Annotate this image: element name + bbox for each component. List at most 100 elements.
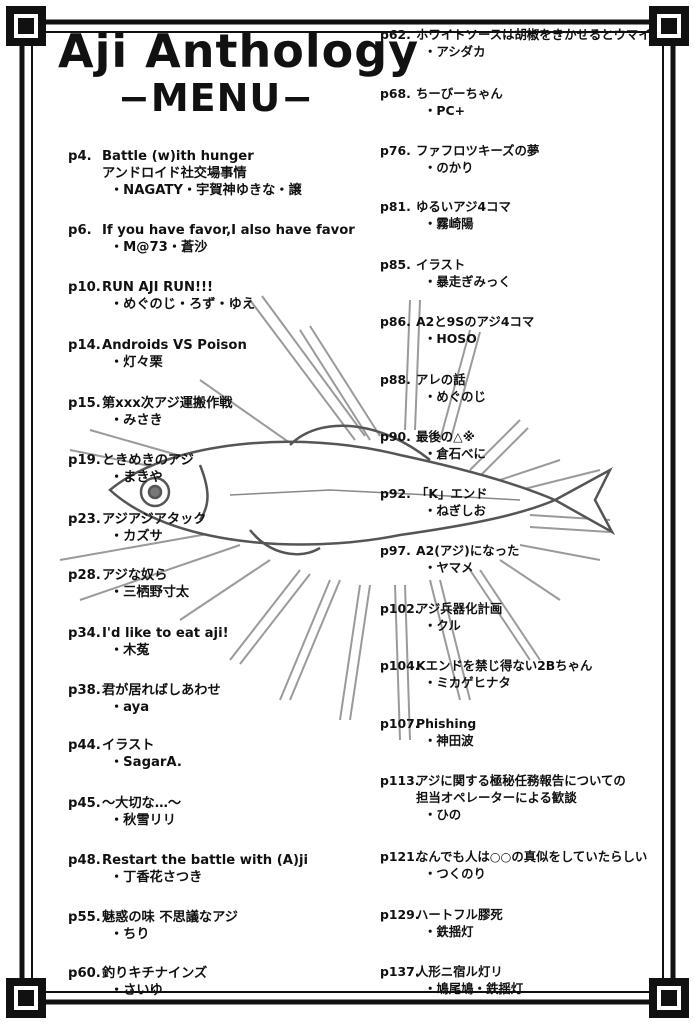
toc-entry-author: ・めぐのじ [424, 389, 486, 404]
toc-entry-title: アジアジアタック [102, 512, 207, 527]
toc-entry-title-row: p28.アジな奴ら [68, 567, 368, 584]
toc-page-number: p14. [68, 338, 101, 353]
toc-page-number: p121. [380, 849, 420, 864]
frame-corner-top-left [6, 6, 46, 46]
toc-entry-title: 第xxx次アジ運搬作戦 [102, 396, 233, 411]
toc-entry-author: ・つくのり [424, 866, 486, 881]
toc-entry-title: 担当オペレーターによる歓談 [416, 790, 577, 805]
toc-entry-title: アジに関する極秘任務報告についての [416, 773, 626, 788]
toc-entry-title-row: p113.アジに関する極秘任務報告についての [380, 772, 665, 789]
toc-entry-author: ・M@73・蒼沙 [110, 240, 208, 255]
toc-page-number: p81. [380, 199, 411, 214]
toc-entry-title-row: p137.人形ニ宿ル灯リ [380, 963, 665, 980]
toc-entry: p104.Kエンドを禁じ得ない2Bちゃん・ミカゲヒナタ [380, 657, 665, 691]
toc-entry-title: RUN AJI RUN!!! [102, 280, 214, 295]
toc-page-number: p129. [380, 907, 420, 922]
frame-corner-bottom-right [649, 978, 689, 1018]
toc-entry-title-row: p23.アジアジアタック [68, 511, 368, 528]
toc-entry-author: ・SagarA. [110, 755, 182, 770]
toc-page-number: p76. [380, 143, 411, 158]
fish-body [108, 424, 616, 556]
toc-entry-author: ・暴走ぎみっく [424, 274, 511, 289]
toc-page-number: p68. [380, 86, 411, 101]
toc-entry-title: Phishing [416, 716, 477, 731]
toc-entry-title-row: p121.なんでも人は○○の真似をしていたらしい [380, 848, 665, 865]
toc-entry-author: ・鳩尾鳩・鉄揺灯 [424, 981, 524, 996]
toc-entry-title-row: p102.アジ兵器化計画 [380, 600, 665, 617]
toc-entry-author: ・ひの [424, 807, 462, 822]
toc-page-number: p60. [68, 966, 101, 981]
toc-entry: p15.第xxx次アジ運搬作戦・みさき [68, 395, 368, 429]
toc-entry-title: 〜大切な…〜 [102, 796, 182, 811]
toc-entry-title-continued: アンドロイド社交場事情 [68, 165, 368, 182]
toc-entry-title-row: p76. ファフロツキーズの夢 [380, 142, 665, 159]
toc-entry-title: イラスト [102, 738, 155, 753]
toc-page-number: p38. [68, 683, 101, 698]
toc-entry-author: ・めぐのじ・ろず・ゆえ [110, 297, 256, 312]
toc-page-number: p90. [380, 429, 411, 444]
toc-page-number: p113. [380, 773, 420, 788]
toc-entry-title: Kエンドを禁じ得ない2Bちゃん [416, 658, 593, 673]
toc-entry-author: ・三栖野寸太 [110, 585, 190, 600]
toc-entry-author: ・ヤマメ [424, 560, 474, 575]
toc-entry-title-row: p55.魅惑の味 不思議なアジ [68, 909, 368, 926]
toc-entry-author: ・PC+ [424, 103, 465, 118]
toc-entry-author: ・のかり [424, 160, 474, 175]
toc-entry-title-row: p4. Battle (w)ith hunger [68, 148, 368, 165]
toc-entry-title: イラスト [416, 257, 466, 272]
toc-entry: p90.最後の△※・倉石べに [380, 428, 665, 462]
toc-entry-title: ホワイトソースは胡椒をきかせるとウマイ [416, 27, 651, 42]
toc-entry-author: ・カズサ [110, 529, 163, 544]
toc-entry: p10.RUN AJI RUN!!! ・めぐのじ・ろず・ゆえ [68, 279, 368, 313]
toc-entry: p28.アジな奴ら・三栖野寸太 [68, 567, 368, 601]
toc-page-number: p45. [68, 796, 101, 811]
toc-page-number: p48. [68, 853, 101, 868]
toc-entry-title: A2(アジ)になった [416, 543, 520, 558]
toc-page-number: p23. [68, 512, 101, 527]
toc-entry-title-row: p90.最後の△※ [380, 428, 665, 445]
toc-entry-title: なんでも人は○○の真似をしていたらしい [416, 849, 648, 864]
toc-entry-author: ・アシダカ [424, 44, 486, 59]
toc-page-number: p19. [68, 453, 101, 468]
toc-page-number: p10. [68, 280, 101, 295]
toc-entry: p34.I'd like to eat aji!・木菟 [68, 625, 368, 659]
toc-entry-title-row: p44.イラスト [68, 737, 368, 754]
menu-subtitle: −MENU− [118, 76, 315, 120]
toc-page-number: p86. [380, 314, 411, 329]
toc-entry-title-row: p15.第xxx次アジ運搬作戦 [68, 395, 368, 412]
toc-entry-title-row: p129.ハートフル膠死 [380, 906, 665, 923]
toc-entry-title: アンドロイド社交場事情 [102, 166, 247, 181]
toc-entry-author: ・ねぎしお [424, 503, 486, 518]
toc-entry-title: アジな奴ら [102, 568, 168, 583]
toc-entry-author: ・クル [424, 618, 461, 633]
toc-entry-author: ・霧崎陽 [424, 216, 474, 231]
toc-entry: p85.イラスト・暴走ぎみっく [380, 256, 665, 290]
toc-entry-author: ・ちり [110, 927, 150, 942]
toc-entry-title: ファフロツキーズの夢 [416, 143, 540, 158]
toc-entry-title: Battle (w)ith hunger [102, 149, 254, 164]
toc-entry-title: Androids VS Poison [102, 338, 247, 353]
toc-entry: p76. ファフロツキーズの夢・のかり [380, 142, 665, 176]
toc-entry-author: ・木菟 [110, 643, 150, 658]
toc-page-number: p34. [68, 626, 101, 641]
toc-entry-author: ・倉石べに [424, 446, 486, 461]
toc-entry-title-row: p104.Kエンドを禁じ得ない2Bちゃん [380, 657, 665, 674]
toc-entry: p62. ホワイトソースは胡椒をきかせるとウマイ・アシダカ [380, 26, 665, 60]
toc-page-number: p97. [380, 543, 411, 558]
toc-entry: p129.ハートフル膠死・鉄揺灯 [380, 906, 665, 940]
toc-entry-title-row: p68.ちーびーちゃん [380, 85, 665, 102]
toc-page-number: p137. [380, 964, 420, 979]
toc-page-number: p4. [68, 149, 92, 164]
toc-entry-title: ハートフル膠死 [416, 907, 503, 922]
toc-entry-author: ・まきや [110, 470, 163, 485]
toc-entry: p81.ゆるいアジ4コマ・霧崎陽 [380, 198, 665, 232]
toc-entry-title: If you have favor,I also have favor [102, 223, 355, 238]
toc-entry-title-row: p38.君が居ればしあわせ [68, 682, 368, 699]
toc-page-number: p92. [380, 486, 411, 501]
toc-entry-title-row: p6.If you have favor,I also have favor [68, 222, 368, 239]
toc-page-number: p62. [380, 27, 411, 42]
toc-entry: p107.Phishing・神田波 [380, 715, 665, 749]
toc-entry: p38.君が居ればしあわせ・aya [68, 682, 368, 716]
toc-entry: p60.釣りキチナインズ・さいゆ [68, 965, 368, 999]
